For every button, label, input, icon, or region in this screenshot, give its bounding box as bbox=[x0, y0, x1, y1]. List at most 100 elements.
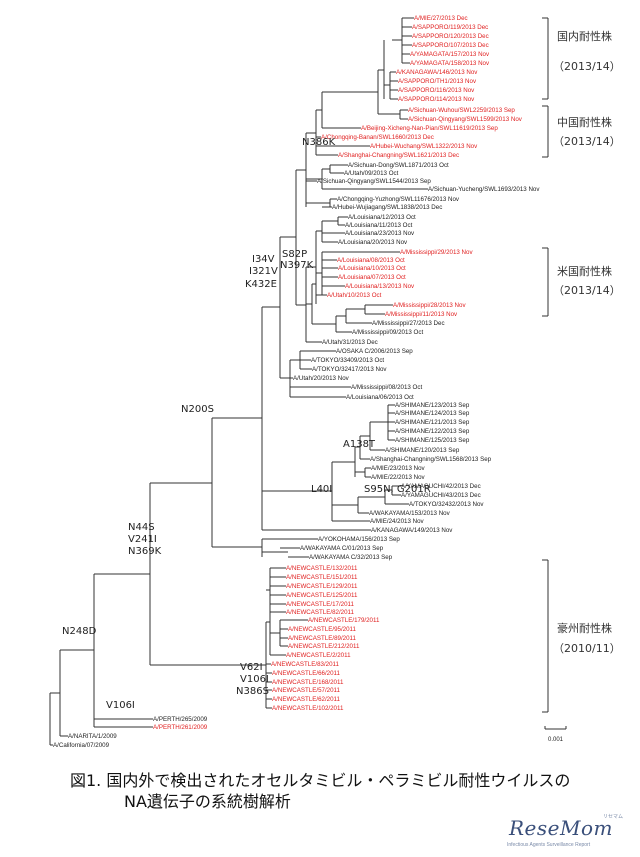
leaf-label-dong1871: A/Sichuan-Dong/SWL1871/2013 Oct bbox=[348, 162, 449, 169]
leaf-label-shanghai1568: A/Shanghai-Changning/SWL1568/2013 Sep bbox=[370, 456, 492, 463]
mutation-i321v: I321V bbox=[249, 266, 278, 277]
leaf-label-wakayamac01: A/WAKAYAMA C/01/2013 Sep bbox=[300, 545, 384, 552]
leaf-label-narita1: A/NARITA/1/2009 bbox=[68, 733, 117, 740]
leaf-label-mie27: A/MIE/27/2013 Dec bbox=[414, 15, 468, 22]
leaf-label-yam158: A/YAMAGATA/158/2013 Nov bbox=[410, 60, 490, 67]
leaf-label-sap107: A/SAPPORO/107/2013 Dec bbox=[412, 42, 489, 49]
leaf-label-kan146: A/KANAGAWA/146/2013 Nov bbox=[396, 69, 478, 76]
mutation-v106i-a: V106I bbox=[240, 674, 269, 685]
mutation-n248d: N248D bbox=[62, 626, 97, 637]
mutation-n44s: N44S bbox=[128, 522, 155, 533]
leaf-label-ms11: A/Mississippi/11/2013 Nov bbox=[385, 311, 458, 318]
leaf-label-nc179: A/NEWCASTLE/179/2011 bbox=[308, 617, 380, 624]
leaf-label-nc132: A/NEWCASTLE/132/2011 bbox=[286, 565, 358, 572]
mutation-s95n-g201r: S95N, G201R bbox=[364, 484, 431, 495]
leaf-label-la08: A/Louisiana/08/2013 Oct bbox=[337, 257, 405, 264]
mutation-n397k: N397K bbox=[280, 260, 314, 271]
group-period-australia: （2010/11） bbox=[553, 642, 621, 655]
leaf-label-yucheng1693: A/Sichuan-Yucheng/SWL1693/2013 Nov bbox=[428, 186, 540, 193]
leaf-label-hubei1838: A/Hubei-Wujiagang/SWL1838/2013 Dec bbox=[332, 204, 442, 211]
leaf-label-sap120: A/SAPPORO/120/2013 Dec bbox=[412, 33, 489, 40]
caption-line-1: 図1. 国内外で検出されたオセルタミビル・ペラミビル耐性ウイルスの bbox=[70, 771, 571, 790]
leaf-label-chongqing1660: A/Chongqing-Banan/SWL1660/2013 Dec bbox=[321, 134, 434, 141]
leaf-label-utah20: A/Utah/20/2013 Nov bbox=[293, 375, 350, 382]
leaf-label-la20: A/Louisiana/20/2013 Nov bbox=[338, 239, 408, 246]
group-label-usa: 米国耐性株 bbox=[557, 264, 612, 278]
mutation-v241i: V241I bbox=[128, 534, 157, 545]
leaf-label-sap119: A/SAPPORO/119/2013 Dec bbox=[412, 24, 488, 31]
group-period-japan: （2013/14） bbox=[553, 60, 621, 73]
leaf-label-hubei1322: A/Hubei-Wuchang/SWL1322/2013 Nov bbox=[370, 143, 478, 150]
tree-branches bbox=[49, 17, 428, 746]
leaf-label-nc102: A/NEWCASTLE/102/2011 bbox=[272, 705, 344, 712]
leaf-label-shi120: A/SHIMANE/120/2013 Sep bbox=[385, 447, 460, 454]
mutation-v62i: V62I bbox=[240, 662, 263, 673]
leaf-label-tokyo32417: A/TOKYO/32417/2013 Nov bbox=[312, 366, 387, 373]
leaf-label-la13: A/Louisiana/13/2013 Nov bbox=[345, 283, 415, 290]
leaf-label-nc62: A/NEWCASTLE/62/2011 bbox=[272, 696, 341, 703]
leaf-label-ms28: A/Mississippi/28/2013 Nov bbox=[393, 302, 466, 309]
leaf-label-yamaguchi43: A/YAMAGUCHI/43/2013 Dec bbox=[401, 492, 481, 499]
leaf-label-osaka2006: A/OSAKA C/2006/2013 Sep bbox=[336, 348, 413, 355]
leaf-label-la07: A/Louisiana/07/2013 Oct bbox=[338, 274, 406, 281]
leaf-label-shi122: A/SHIMANE/122/2013 Sep bbox=[395, 428, 470, 435]
leaf-label-shi123: A/SHIMANE/123/2013 Sep bbox=[395, 402, 470, 409]
leaf-label-ms29: A/Mississippi/29/2013 Nov bbox=[400, 249, 473, 256]
group-period-usa: （2013/14） bbox=[553, 284, 621, 297]
group-period-china: （2013/14） bbox=[553, 135, 621, 148]
leaf-label-nc129: A/NEWCASTLE/129/2011 bbox=[286, 583, 358, 590]
leaf-label-beijing: A/Beijing-Xicheng-Nan-Pian/SWL11619/2013… bbox=[361, 125, 498, 132]
caption-line-2: NA遺伝子の系統樹解析 bbox=[124, 792, 291, 811]
leaf-label-utah31: A/Utah/31/2013 Dec bbox=[322, 339, 378, 346]
logo-ruby: リセマム bbox=[603, 814, 624, 820]
leaf-label-nc89: A/NEWCASTLE/89/2011 bbox=[288, 635, 357, 642]
mutation-v106i-b: V106I bbox=[106, 700, 135, 711]
leaf-label-yuzhong1676: A/Chongqing-Yuzhong/SWL11676/2013 Nov bbox=[337, 196, 460, 203]
leaf-label-tokyo33409: A/TOKYO/33409/2013 Oct bbox=[311, 357, 384, 364]
leaf-label-nc57: A/NEWCASTLE/57/2011 bbox=[272, 687, 341, 694]
leaf-label-nc2: A/NEWCASTLE/2/2011 bbox=[286, 652, 351, 659]
leaf-label-nc151: A/NEWCASTLE/151/2011 bbox=[286, 574, 358, 581]
leaf-label-nc66: A/NEWCASTLE/66/2011 bbox=[272, 670, 341, 677]
leaf-label-kanagawa149: A/KANAGAWA/149/2013 Nov bbox=[371, 527, 453, 534]
mutation-n369k: N369K bbox=[128, 546, 162, 557]
leaf-label-mie22: A/MIE/22/2013 Nov bbox=[371, 474, 426, 481]
leaf-label-la06: A/Louisiana/06/2013 Oct bbox=[346, 394, 414, 401]
group-label-china: 中国耐性株 bbox=[557, 115, 612, 129]
scale-bar: 0.001 bbox=[544, 726, 567, 743]
leaf-label-sap116: A/SAPPORO/116/2013 Nov bbox=[398, 87, 475, 94]
leaf-label-perth261: A/PERTH/261/2009 bbox=[153, 724, 208, 731]
leaf-label-nc125: A/NEWCASTLE/125/2011 bbox=[286, 592, 358, 599]
logo-subtitle: Infectious Agents Surveillance Report bbox=[507, 842, 591, 848]
mutation-s82p: S82P bbox=[282, 249, 307, 260]
leaf-label-la12: A/Louisiana/12/2013 Oct bbox=[348, 214, 416, 221]
leaf-label-mie24: A/MIE/24/2013 Nov bbox=[370, 518, 425, 525]
leaf-label-wakayama153: A/WAKAYAMA/153/2013 Nov bbox=[369, 510, 451, 517]
mutation-i34v: I34V bbox=[252, 254, 275, 265]
leaf-label-ms08: A/Mississippi/08/2013 Oct bbox=[351, 384, 422, 391]
mutation-n386k: N386K bbox=[302, 137, 336, 148]
leaf-label-yam157: A/YAMAGATA/157/2013 Nov bbox=[410, 51, 490, 58]
leaf-label-california07: A/California/07/2009 bbox=[53, 742, 110, 749]
leaf-label-sap114: A/SAPPORO/114/2013 Nov bbox=[398, 96, 475, 103]
mutation-a138t: A138T bbox=[343, 439, 376, 450]
mutation-labels: N386KI34VI321VK432ES82PN397KN200SA138TL4… bbox=[62, 137, 431, 711]
group-label-japan: 国内耐性株 bbox=[557, 29, 612, 43]
leaf-label-tokyo32432: A/TOKYO/32432/2013 Nov bbox=[409, 501, 484, 508]
leaf-label-wakayamac32: A/WAKAYAMA C/32/2013 Sep bbox=[309, 554, 393, 561]
mutation-n386s: N386S bbox=[236, 686, 269, 697]
leaf-label-shanghai1621: A/Shanghai-Changning/SWL1621/2013 Dec bbox=[338, 152, 459, 159]
leaf-label-yamaguchi42: A/YAMAGUCHI/42/2013 Dec bbox=[401, 483, 481, 490]
leaf-label-nc82: A/NEWCASTLE/82/2011 bbox=[286, 609, 355, 616]
leaf-label-utah10: A/Utah/10/2013 Oct bbox=[327, 292, 382, 299]
mutation-k432e: K432E bbox=[245, 279, 277, 290]
mutation-n200s: N200S bbox=[181, 404, 214, 415]
leaf-label-qingyang1599: A/Sichuan-Qingyang/SWL1599/2013 Nov bbox=[408, 116, 523, 123]
figure-caption: 図1. 国内外で検出されたオセルタミビル・ペラミビル耐性ウイルスの NA遺伝子の… bbox=[70, 770, 590, 812]
leaf-label-perth265: A/PERTH/265/2009 bbox=[153, 716, 208, 723]
leaf-label-mie23: A/MIE/23/2013 Nov bbox=[371, 465, 426, 472]
leaf-label-nc17: A/NEWCASTLE/17/2011 bbox=[286, 601, 355, 608]
leaf-label-nc95: A/NEWCASTLE/95/2011 bbox=[288, 626, 357, 633]
